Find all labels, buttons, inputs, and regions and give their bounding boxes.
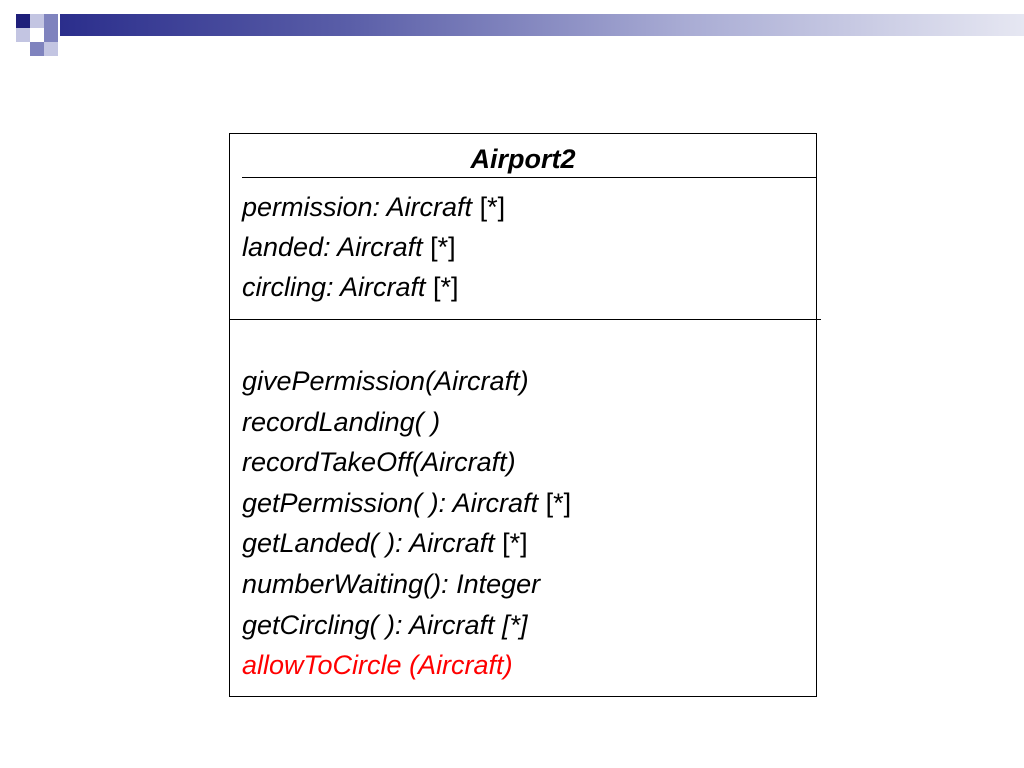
attribute-row: permission: Aircraft [*] — [242, 187, 505, 227]
operation-row-highlighted: allowToCircle (Aircraft) — [242, 645, 571, 686]
operation-row: givePermission(Aircraft) — [242, 361, 571, 402]
attribute-compartment: permission: Aircraft [*] landed: Aircraf… — [242, 187, 505, 307]
attribute-multiplicity: [*] — [472, 192, 506, 222]
header-square-icon — [44, 14, 58, 28]
header-square-icon — [44, 42, 58, 56]
attribute-signature: permission: Aircraft — [242, 192, 473, 222]
operation-signature: getLanded( ): Aircraft — [242, 528, 495, 559]
operation-row: getCircling( ): Aircraft [*] — [242, 605, 571, 646]
header-square-icon — [16, 28, 30, 42]
operation-row: numberWaiting(): Integer — [242, 564, 571, 605]
operation-signature: allowToCircle (Aircraft) — [242, 650, 513, 681]
operation-row: getPermission( ): Aircraft [*] — [242, 483, 571, 524]
operation-signature: getPermission( ): Aircraft — [242, 487, 539, 518]
uml-class-box: Airport2 permission: Aircraft [*] landed… — [229, 133, 821, 697]
attribute-row: landed: Aircraft [*] — [242, 227, 505, 267]
operation-multiplicity: [*] — [494, 528, 528, 559]
operation-row: getLanded( ): Aircraft [*] — [242, 523, 571, 564]
class-name: Airport2 — [470, 144, 576, 174]
operation-signature: numberWaiting(): Integer — [242, 568, 541, 599]
attribute-signature: landed: Aircraft — [242, 232, 423, 262]
attribute-signature: circling: Aircraft — [242, 272, 426, 302]
operation-signature: givePermission(Aircraft) — [242, 366, 529, 396]
operation-signature: recordTakeOff(Aircraft) — [242, 447, 516, 478]
slide-header-bar — [60, 14, 1024, 36]
name-divider — [242, 177, 816, 178]
operation-row: recordTakeOff(Aircraft) — [242, 442, 571, 483]
operation-multiplicity: [*] — [538, 487, 572, 518]
operation-signature: recordLanding( ) — [242, 406, 441, 437]
attribute-multiplicity: [*] — [422, 232, 456, 262]
header-square-icon — [30, 14, 44, 28]
attribute-divider — [229, 319, 821, 320]
operation-row: recordLanding( ) — [242, 402, 571, 443]
attribute-row: circling: Aircraft [*] — [242, 267, 505, 307]
header-square-icon — [44, 28, 58, 42]
operation-compartment: givePermission(Aircraft) recordLanding( … — [242, 361, 571, 686]
attribute-multiplicity: [*] — [425, 272, 459, 302]
operation-signature: getCircling( ): Aircraft [*] — [242, 609, 528, 640]
header-square-icon — [30, 42, 44, 56]
header-square-icon — [16, 14, 30, 28]
